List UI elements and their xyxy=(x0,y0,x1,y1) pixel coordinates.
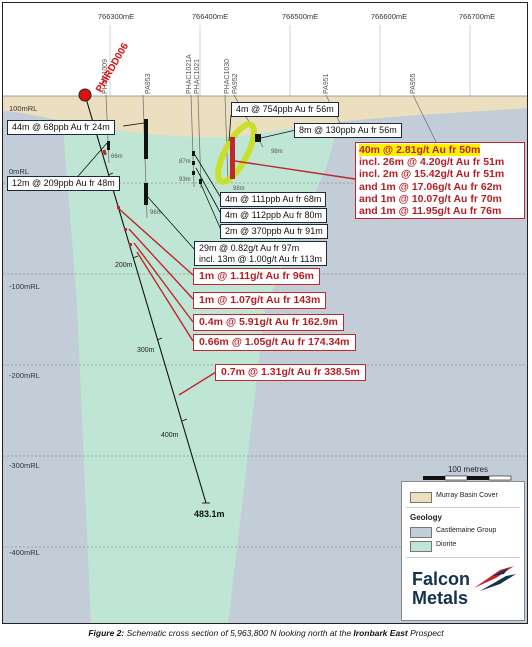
easting-label-3: 766500mE xyxy=(282,12,318,21)
depth-66m: 66m xyxy=(111,154,123,160)
sky-area xyxy=(3,3,527,96)
rl-label-minus300: -300mRL xyxy=(9,461,40,470)
main-intercept-line-2: incl. 26m @ 4.20g/t Au fr 51m xyxy=(359,156,505,169)
intercept-label-12m: 12m @ 209ppb Au fr 48m xyxy=(7,176,120,191)
main-intercept-line-1: 40m @ 2.81g/t Au fr 50m xyxy=(359,144,481,156)
phirdd006-collar xyxy=(78,88,92,102)
easting-gridlines xyxy=(109,25,471,96)
intercept-label-1m-96m: 1m @ 1.11g/t Au fr 96m xyxy=(193,268,320,285)
main-intercept-line-5: and 1m @ 10.07g/t Au fr 70m xyxy=(359,192,502,205)
legend-geology-heading: Geology xyxy=(410,513,443,522)
legend: Murray Basin Cover Geology Castlemaine G… xyxy=(401,481,525,621)
main-intercept-zone xyxy=(230,137,235,179)
intercept-label-0-7m: 0.7m @ 1.31g/t Au fr 338.5m xyxy=(215,364,366,381)
intercept-label-0-4m: 0.4m @ 5.91g/t Au fr 162.9m xyxy=(193,314,344,331)
falcon-metals-logo: Falcon Metals xyxy=(412,564,518,614)
black-leader-lines xyxy=(72,114,297,251)
main-drillhole-depth-ticks xyxy=(107,172,210,504)
main-drillhole-trace xyxy=(84,94,207,504)
main-intercept-line-6: and 1m @ 11.95g/t Au fr 76m xyxy=(359,205,502,218)
hole-label-pa955: PA955 xyxy=(410,73,417,94)
hole-label-pa951: PA951 xyxy=(323,73,330,94)
easting-label-4: 766600mE xyxy=(371,12,407,21)
figure-caption: Figure 2: Schematic cross section of 5,9… xyxy=(0,628,532,638)
hole-label-pa953: PA953 xyxy=(145,73,152,94)
caption-suffix: Prospect xyxy=(407,628,444,638)
rl-label-0: 0mRL xyxy=(9,167,29,176)
intercept-label-29m: 29m @ 0.82g/t Au fr 97m incl. 13m @ 1.00… xyxy=(194,241,328,266)
logo-text-line1: Falcon xyxy=(412,569,471,589)
depth-96m: 96m xyxy=(150,210,162,216)
legend-swatch-castlemaine xyxy=(410,527,432,538)
cross-section-figure: 766300mE 766400mE 766500mE 766600mE 7667… xyxy=(2,2,528,624)
depth-tick-400m: 400m xyxy=(161,432,179,439)
intercept-label-4m-754ppb: 4m @ 754ppb Au fr 56m xyxy=(231,102,339,117)
legend-swatch-diorite xyxy=(410,541,432,552)
hole-label-phac1021: PHAC1021 xyxy=(194,59,201,94)
scale-bar xyxy=(423,475,512,481)
red-leader-lines xyxy=(117,160,356,396)
rl-label-minus200: -200mRL xyxy=(9,371,40,380)
end-of-hole-depth: 483.1m xyxy=(194,509,225,519)
depth-98m-b: 98m xyxy=(271,149,283,155)
caption-prospect: Ironbark East xyxy=(353,628,408,638)
easting-label-2: 766400mE xyxy=(192,12,228,21)
intercept-label-4m-112ppb: 4m @ 112ppb Au fr 80m xyxy=(220,208,328,223)
hole-label-phac1009: PHAC1009 xyxy=(102,59,109,94)
rl-label-100: 100mRL xyxy=(9,104,37,113)
legend-cover-label: Murray Basin Cover xyxy=(436,492,498,499)
main-intercept-line-4: and 1m @ 17.06g/t Au fr 62m xyxy=(359,180,502,193)
depth-tick-200m: 200m xyxy=(115,262,133,269)
main-intercept-box: 40m @ 2.81g/t Au fr 50m incl. 26m @ 4.20… xyxy=(355,142,525,219)
depth-98m-a: 98m xyxy=(233,186,245,192)
hole-label-pa952: PA952 xyxy=(232,73,239,94)
intercept-label-2m-370ppb: 2m @ 370ppb Au fr 91m xyxy=(220,224,328,239)
intercept-label-8m-130ppb: 8m @ 130ppb Au fr 56m xyxy=(294,123,402,138)
legend-swatch-cover xyxy=(410,492,432,503)
hole-label-phac1030: PHAC1030 xyxy=(224,59,231,94)
intercept-label-0-66m: 0.66m @ 1.05g/t Au fr 174.34m xyxy=(193,334,356,351)
legend-diorite-label: Diorite xyxy=(436,541,457,548)
depth-93m: 93m xyxy=(179,177,191,183)
depth-87m: 87m xyxy=(179,159,191,165)
intercept-label-1m-143m: 1m @ 1.07g/t Au fr 143m xyxy=(193,292,327,309)
intercept-label-4m-111ppb: 4m @ 111ppb Au fr 68m xyxy=(220,192,327,207)
caption-prefix: Figure 2: xyxy=(88,628,125,638)
pa952-intercept-bar xyxy=(255,134,261,142)
depth-tick-300m: 300m xyxy=(137,347,155,354)
mineralised-target-outline xyxy=(215,121,257,185)
falcon-wing-icon xyxy=(474,566,516,591)
hole-label-phac1021a: PHAC1021A xyxy=(186,54,193,94)
rl-label-minus400: -400mRL xyxy=(9,548,40,557)
scale-bar-label: 100 metres xyxy=(448,465,488,474)
easting-label-5: 766700mE xyxy=(459,12,495,21)
hole-intercept-bars xyxy=(107,119,202,205)
main-drillhole-mineralised-zones xyxy=(102,149,132,246)
rl-label-minus100: -100mRL xyxy=(9,282,40,291)
main-intercept-line-3: incl. 2m @ 15.42g/t Au fr 51m xyxy=(359,168,505,181)
intercept-29m-line2: incl. 13m @ 1.00g/t Au fr 113m xyxy=(199,253,323,264)
easting-label-1: 766300mE xyxy=(98,12,134,21)
intercept-label-44m: 44m @ 68ppb Au fr 24m xyxy=(7,120,115,135)
intercept-29m-line1: 29m @ 0.82g/t Au fr 97m xyxy=(199,243,300,253)
caption-text: Schematic cross section of 5,963,800 N l… xyxy=(124,628,354,638)
legend-castlemaine-label: Castlemaine Group xyxy=(436,527,497,534)
logo-text-line2: Metals xyxy=(412,588,469,608)
